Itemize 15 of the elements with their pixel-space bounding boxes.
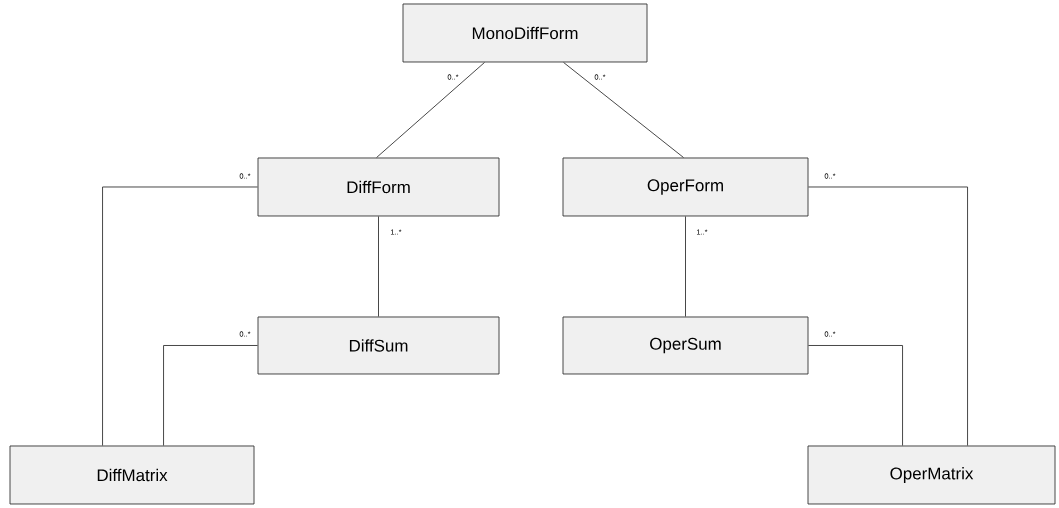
- association-line: [808, 186, 968, 446]
- association-line: [563, 62, 684, 158]
- association-line: [376, 62, 485, 158]
- association-line: [378, 216, 379, 317]
- association-line: [163, 345, 258, 446]
- class-box: DiffMatrix: [9, 445, 255, 505]
- class-box: OperMatrix: [807, 445, 1056, 505]
- class-box: DiffForm: [257, 157, 500, 217]
- association-line: [808, 345, 903, 446]
- class-box: DiffSum: [257, 316, 500, 375]
- association-line: [102, 186, 258, 446]
- association-line: [685, 216, 686, 317]
- class-box: OperForm: [562, 157, 809, 217]
- class-box: MonoDiffForm: [402, 3, 648, 63]
- class-box: OperSum: [562, 316, 809, 375]
